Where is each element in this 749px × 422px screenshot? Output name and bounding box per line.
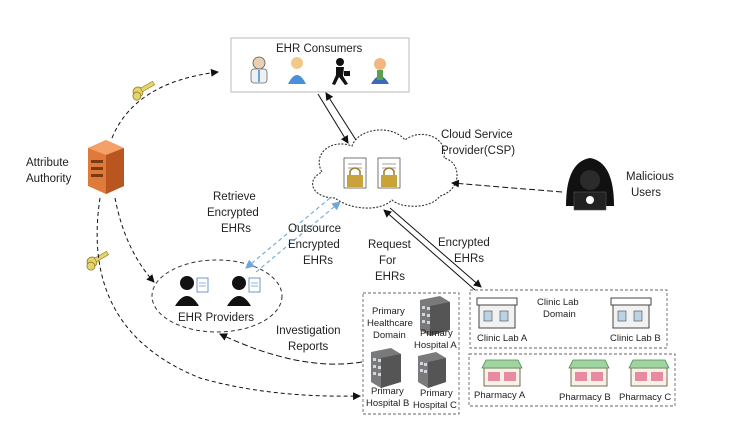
- lock-document-icon: [343, 157, 367, 189]
- hospital-b-label1: Primary: [371, 386, 404, 397]
- ehr-consumers-title: EHR Consumers: [276, 43, 363, 55]
- request-label-line3: EHRs: [375, 271, 406, 283]
- retrieve-label-line2: Encrypted: [207, 207, 259, 219]
- clinic-icon: [476, 297, 518, 329]
- hacker-icon: [566, 158, 614, 211]
- clinic-lab-domain: [469, 289, 668, 349]
- pharmacy-icon: [628, 359, 670, 387]
- server-icon: [88, 140, 124, 194]
- authority-to-providers-arrow: [114, 197, 155, 283]
- hospital-c-label1: Primary: [420, 388, 453, 399]
- healthcare-domain-title3: Domain: [373, 330, 406, 341]
- retrieve-label-line1: Retrieve: [213, 191, 256, 203]
- providers-to-cloud-arrow: [255, 201, 341, 273]
- cloud-service-provider: [312, 129, 458, 209]
- investigation-label-line1: Investigation: [276, 325, 341, 337]
- document-icon: [248, 277, 261, 293]
- csp-label-line2: Provider(CSP): [441, 145, 516, 157]
- clinic-domain-title2: Domain: [543, 309, 576, 320]
- authority-to-consumers-arrow: [111, 68, 219, 139]
- hospital-b-label2: Hospital B: [366, 398, 410, 409]
- clinic-domain-title1: Clinic Lab: [537, 297, 579, 308]
- malicious-label-line1: Malicious: [626, 171, 674, 183]
- blue-arrows: [245, 197, 341, 273]
- pharmacy-domain: [468, 353, 676, 407]
- key-icon: [86, 250, 109, 271]
- hospital-icon: [418, 352, 446, 388]
- hospital-c-label2: Hospital C: [413, 400, 457, 411]
- pharmacy-a-label: Pharmacy A: [474, 390, 526, 401]
- request-to-cloud-arrow: [383, 209, 476, 291]
- retrieve-label-line3: EHRs: [221, 223, 252, 235]
- runner-icon: [332, 58, 350, 85]
- investigation-label-line2: Reports: [288, 341, 329, 353]
- clinic-lab-b-label: Clinic Lab B: [610, 333, 661, 344]
- authority-label-line2: Authority: [26, 173, 72, 185]
- pharmacy-b-label: Pharmacy B: [559, 392, 611, 403]
- outsource-label-line1: Outsource: [288, 223, 342, 235]
- hospital-icon: [420, 296, 450, 336]
- clinic-icon: [610, 297, 652, 329]
- encrypted-label-line2: EHRs: [454, 253, 485, 265]
- person-icon: [175, 276, 199, 306]
- cloud-to-consumers-arrow: [325, 92, 357, 141]
- document-icon: [196, 277, 209, 293]
- pharmacy-c-label: Pharmacy C: [619, 392, 672, 403]
- outsource-label-line3: EHRs: [303, 255, 334, 267]
- malicious-label-line2: Users: [631, 187, 662, 199]
- doctor-icon: [250, 56, 268, 84]
- hospital-a-label1: Primary: [420, 328, 453, 339]
- malicious-to-cloud-arrow: [451, 179, 563, 193]
- encrypted-label-line1: Encrypted: [438, 237, 490, 249]
- cloud-to-providers-arrow: [245, 197, 331, 269]
- clinic-lab-a-label: Clinic Lab A: [477, 333, 528, 344]
- outsource-label-line2: Encrypted: [288, 239, 340, 251]
- arrows: [96, 68, 563, 401]
- healthcare-domain-title1: Primary: [372, 306, 405, 317]
- user-icon: [371, 58, 389, 84]
- pharmacy-icon: [481, 359, 523, 387]
- key-icon: [132, 80, 155, 101]
- healthcare-domain-title2: Healthcare: [367, 318, 413, 329]
- lock-document-icon: [377, 157, 401, 189]
- primary-healthcare-domain: [362, 292, 460, 415]
- pharmacy-icon: [568, 359, 610, 387]
- person-icon: [227, 276, 251, 306]
- cloud-to-domains-arrow: [389, 207, 482, 288]
- authority-to-hospitals-arrow: [96, 197, 361, 401]
- hospital-icon: [371, 348, 401, 388]
- csp-label-line1: Cloud Service: [441, 129, 513, 141]
- request-label-line2: For: [379, 255, 397, 267]
- authority-label-line1: Attribute: [26, 157, 69, 169]
- hospital-a-label2: Hospital A: [414, 340, 457, 351]
- request-label-line1: Request: [368, 239, 411, 251]
- person-icon: [288, 57, 306, 84]
- ehr-providers-group: [151, 259, 283, 333]
- consumers-to-cloud-arrow: [317, 93, 349, 144]
- ehr-providers-title: EHR Providers: [178, 312, 255, 324]
- reports-to-providers-arrow: [219, 333, 363, 365]
- ehr-consumers-box: [230, 37, 410, 93]
